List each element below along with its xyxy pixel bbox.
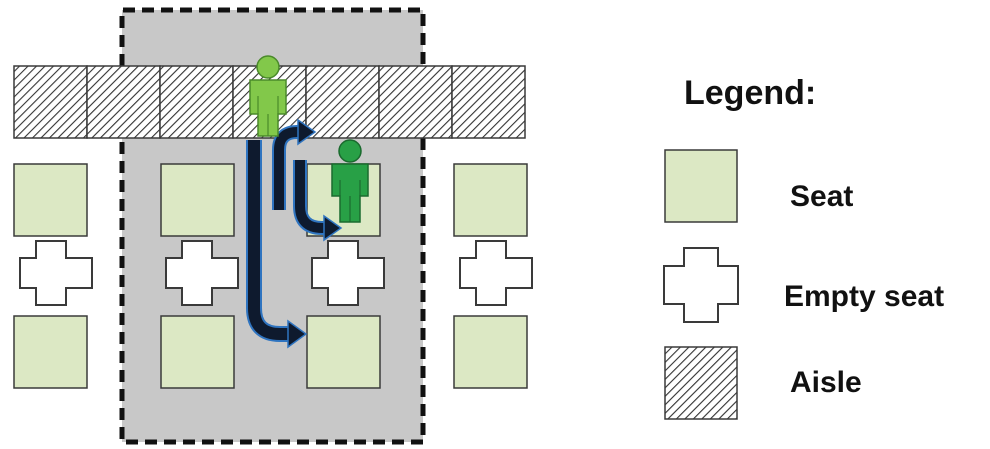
- aisle-segment: [305, 65, 380, 139]
- seat: [160, 163, 235, 237]
- legend-swatches: [663, 149, 739, 420]
- aisle-segment: [451, 65, 526, 139]
- empty-seat: [459, 240, 533, 306]
- empty-seat: [19, 240, 93, 306]
- empty-seat-row: [19, 240, 533, 306]
- aisle-segment: [86, 65, 161, 139]
- person-icon: [249, 55, 287, 137]
- legend-label-seat: Seat: [790, 180, 854, 213]
- aisle-segment: [13, 65, 88, 139]
- seat: [13, 163, 88, 237]
- empty-seat: [311, 240, 385, 306]
- seat: [306, 315, 381, 389]
- aisle-segment: [159, 65, 234, 139]
- aisle-segment: [378, 65, 453, 139]
- empty-seat: [165, 240, 239, 306]
- legend-label-empty-seat: Empty seat: [784, 280, 945, 313]
- legend-swatch-empty-seat: [663, 247, 739, 323]
- legend-swatch-aisle: [664, 346, 738, 420]
- legend-title: Legend:: [684, 74, 817, 112]
- arrow-icon: [293, 160, 343, 242]
- seat: [160, 315, 235, 389]
- arrow-icon: [246, 140, 308, 349]
- arrow-icon: [272, 118, 317, 210]
- seat-row-bottom: [13, 315, 528, 389]
- seat: [13, 315, 88, 389]
- seat: [453, 315, 528, 389]
- legend-label-aisle: Aisle: [790, 366, 862, 399]
- legend-swatch-seat: [664, 149, 738, 223]
- person-icon: [331, 139, 369, 223]
- seat: [453, 163, 528, 237]
